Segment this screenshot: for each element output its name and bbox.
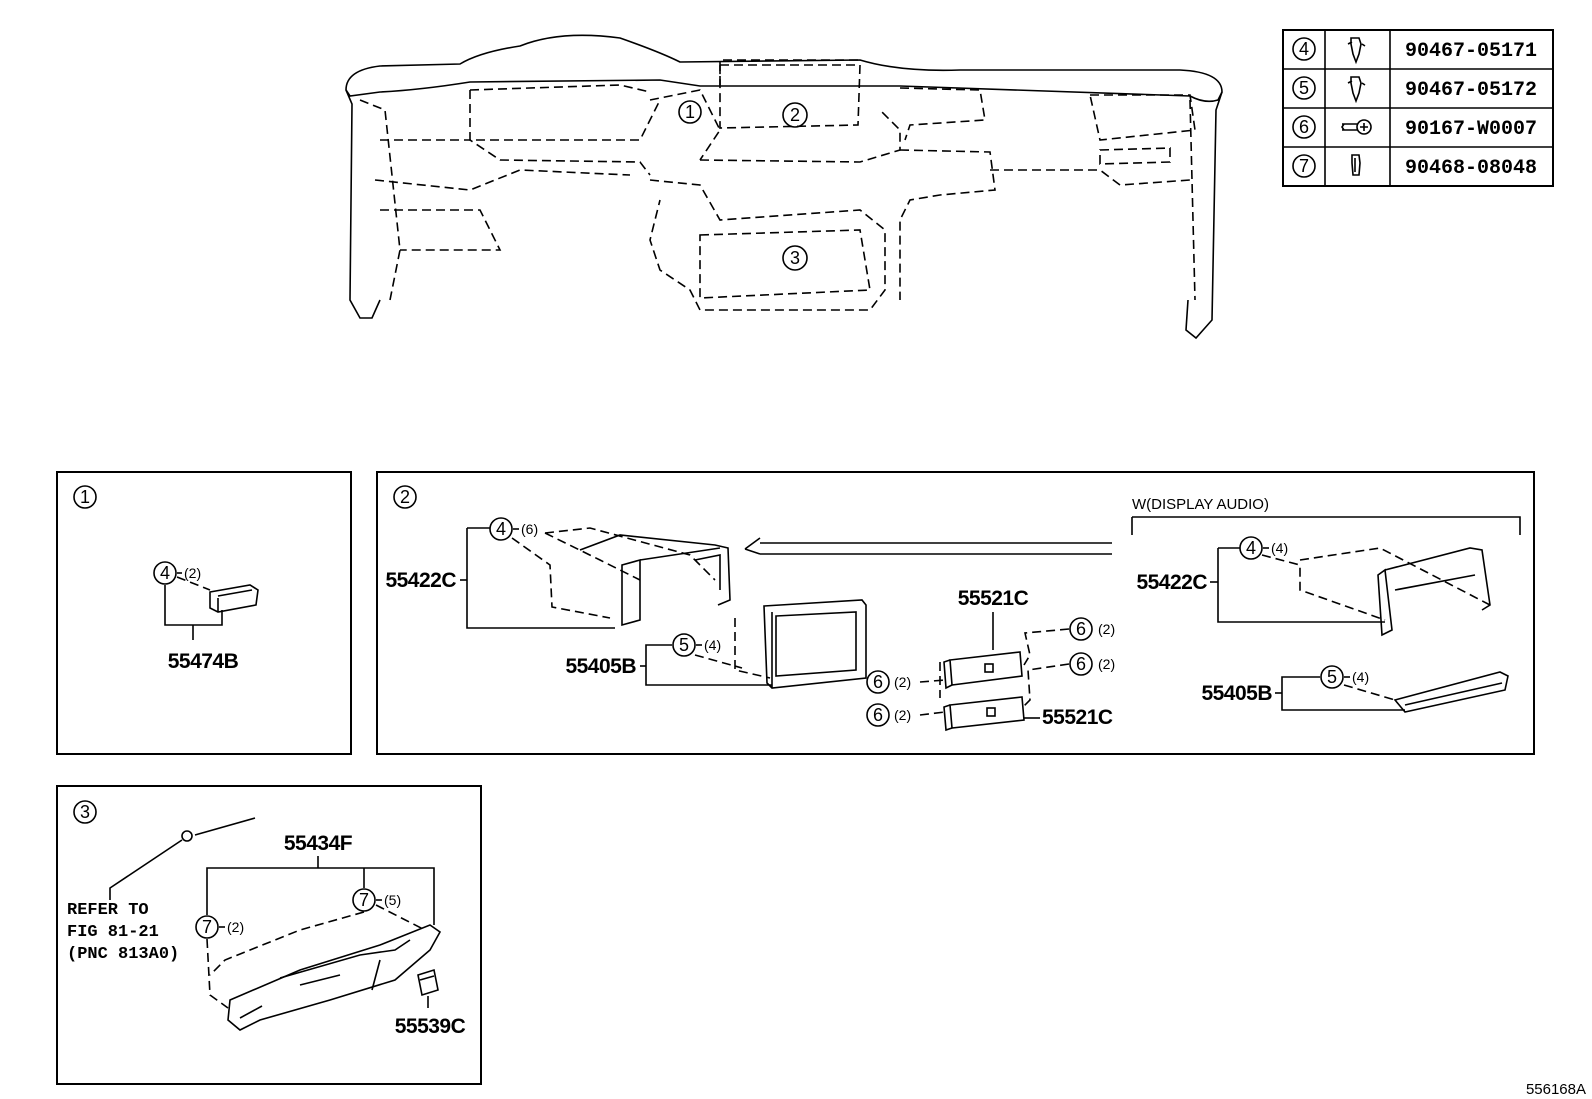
refer-note-line2: FIG 81-21 — [67, 923, 159, 942]
legend-row: 4 90467-05171 — [1292, 37, 1537, 65]
lower-cover-icon — [227, 924, 442, 1031]
clip-callout-qty: (2) — [227, 919, 244, 935]
screw-callout-qty: (2) — [1098, 621, 1115, 637]
clip-callout-qty: (6) — [521, 521, 538, 537]
legend-part-number: 90468-08048 — [1405, 157, 1537, 180]
detail-panel-1: 1 4 (2) 55474B — [56, 471, 352, 755]
detail-panel-2: 2 55422C 4 (6) 5 (4) 55405B — [376, 471, 1535, 755]
trim-strip-icon — [1393, 671, 1509, 713]
figure-id: 556168A — [1526, 1081, 1586, 1098]
dash-bracket-variant-icon — [1377, 547, 1491, 637]
legend-ref: 6 — [1299, 117, 1309, 137]
area-marker-3: 3 — [790, 248, 800, 268]
clip-callout-ref: 5 — [1327, 667, 1337, 687]
refer-note-line1: REFER TO — [67, 901, 149, 920]
screw-callout-qty: (2) — [894, 707, 911, 723]
switch-lower-icon — [943, 696, 1025, 732]
panel-2-ref: 2 — [400, 487, 410, 507]
legend-ref: 7 — [1299, 156, 1309, 176]
screw-icon — [1341, 119, 1372, 135]
legend-part-number: 90467-05171 — [1405, 40, 1537, 63]
screw-callout-qty: (2) — [894, 674, 911, 690]
push-clip-icon — [1347, 37, 1366, 65]
dash-bracket-icon — [579, 534, 731, 627]
clip-callout-ref: 4 — [496, 519, 506, 539]
panel-3-ref: 3 — [80, 802, 90, 822]
part-number-55474B: 55474B — [168, 650, 239, 673]
legend-row: 7 90468-08048 — [1292, 154, 1537, 180]
plug-icon — [417, 968, 439, 997]
part-number-55521C-top: 55521C — [958, 587, 1029, 610]
part-number-55521C-bottom: 55521C — [1042, 706, 1113, 729]
clip-callout-ref: 5 — [679, 635, 689, 655]
part-number-55405B: 55405B — [565, 655, 636, 678]
screw-callout-ref: 6 — [873, 672, 883, 692]
part-number-55434F: 55434F — [284, 832, 353, 855]
legend-table: 4 90467-05171 5 90467-05172 6 90167-W000… — [1282, 29, 1554, 187]
part-number-55422C-variant: 55422C — [1136, 571, 1207, 594]
screw-callout-ref: 6 — [1076, 619, 1086, 639]
screw-callout-qty: (2) — [1098, 656, 1115, 672]
legend-part-number: 90467-05172 — [1405, 79, 1537, 102]
screw-callout-ref: 6 — [1076, 654, 1086, 674]
display-frame-icon — [763, 599, 867, 689]
clip-callout-ref: 4 — [1246, 538, 1256, 558]
clip-callout-qty: (5) — [384, 892, 401, 908]
clip-callout-ref: 7 — [202, 917, 212, 937]
instrument-panel-overview: 1 2 3 — [345, 34, 1223, 340]
clip-callout-ref: 4 — [160, 563, 170, 583]
clip-icon — [1351, 154, 1361, 176]
clip-callout-qty: (4) — [1271, 540, 1288, 556]
part-number-55422C: 55422C — [385, 569, 456, 592]
part-number-55405B-variant: 55405B — [1201, 682, 1272, 705]
legend-ref: 4 — [1299, 39, 1309, 59]
refer-note-line3: (PNC 813A0) — [67, 945, 179, 964]
clip-callout-qty: (4) — [704, 637, 721, 653]
vent-part-icon — [209, 584, 259, 613]
legend-ref: 5 — [1299, 78, 1309, 98]
clip-callout-qty: (4) — [1352, 669, 1369, 685]
legend-part-number: 90167-W0007 — [1405, 118, 1537, 141]
legend-row: 6 90167-W0007 — [1292, 115, 1537, 141]
switch-upper-icon — [943, 651, 1023, 690]
push-clip-icon — [1347, 76, 1366, 104]
screw-callout-ref: 6 — [873, 705, 883, 725]
panel-1-ref: 1 — [80, 487, 90, 507]
area-marker-1: 1 — [685, 102, 695, 122]
detail-panel-3: 3 REFER TO FIG 81-21 (PNC 813A0) 55434F … — [56, 785, 482, 1085]
area-marker-2: 2 — [790, 105, 800, 125]
clip-callout-ref: 7 — [359, 890, 369, 910]
variant-label: W(DISPLAY AUDIO) — [1132, 496, 1269, 513]
part-number-55539C: 55539C — [395, 1015, 466, 1038]
clip-callout-qty: (2) — [184, 565, 201, 581]
legend-row: 5 90467-05172 — [1292, 76, 1537, 104]
